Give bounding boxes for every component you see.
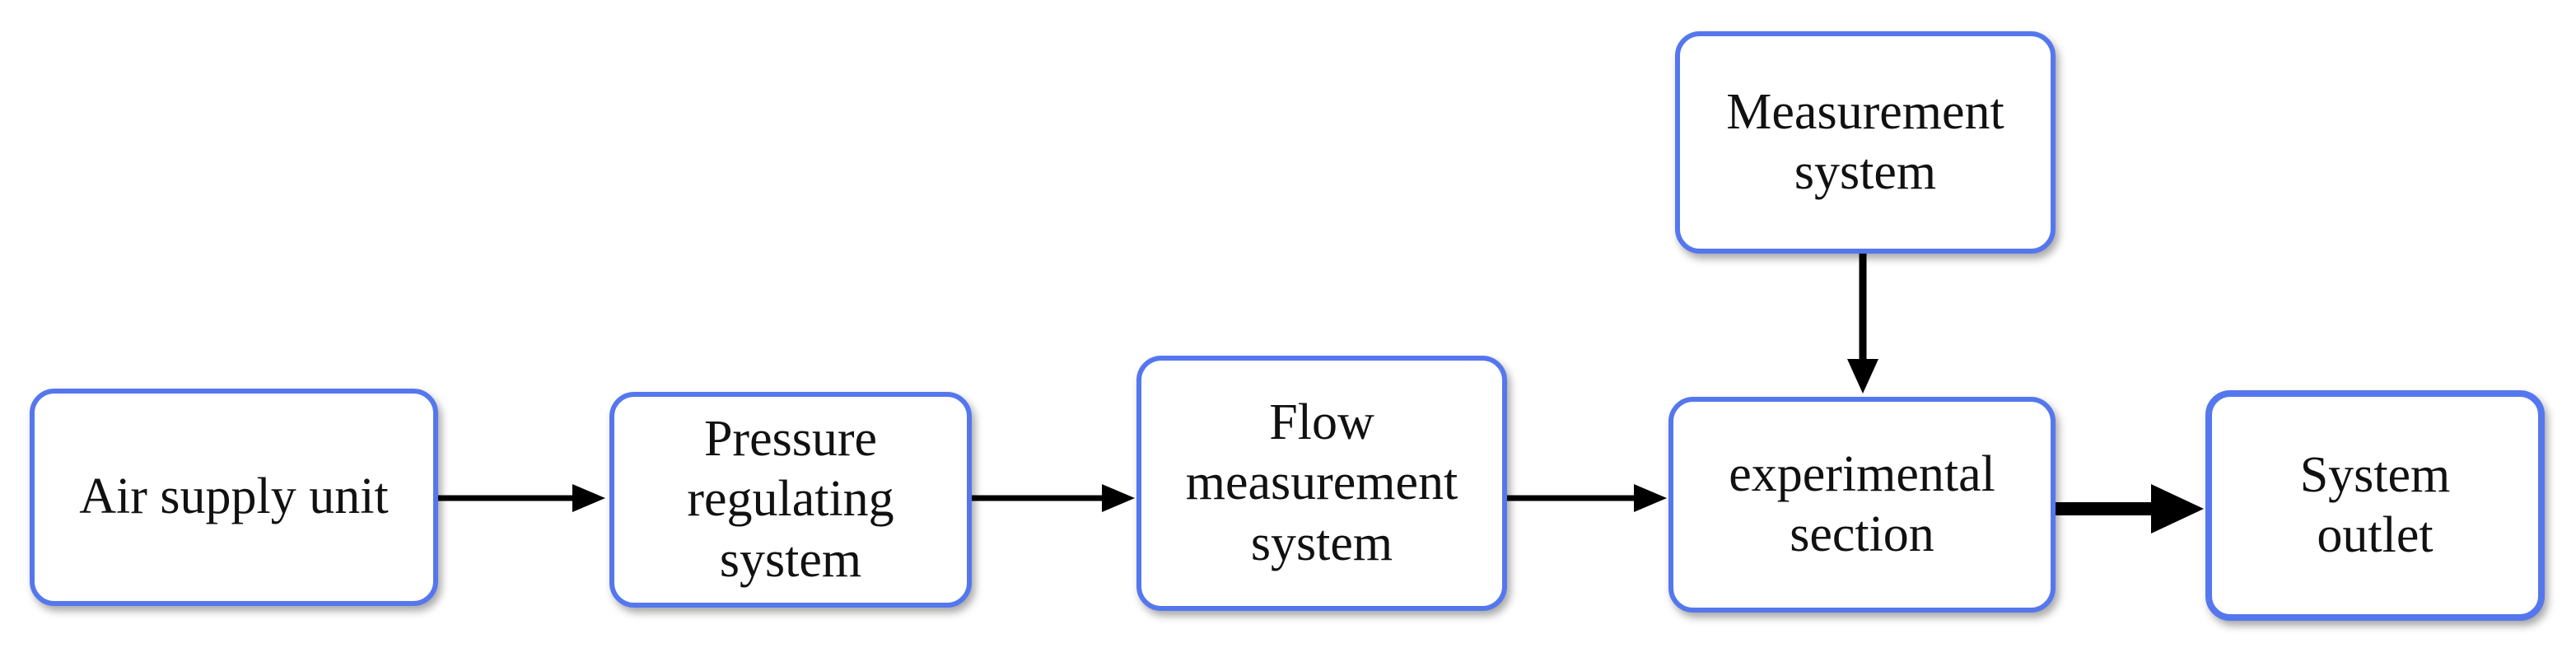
experimental-section-label: experimental section bbox=[1729, 445, 1995, 562]
system-outlet-box: System outlet bbox=[2205, 390, 2545, 621]
arrow-measurement-to-experimental bbox=[1847, 254, 1878, 394]
measurement-system-label: Measurement system bbox=[1726, 83, 2004, 200]
arrow-experimental-to-outlet bbox=[2051, 484, 2204, 534]
arrow-pressure-to-flow bbox=[972, 484, 1135, 512]
flow-measurement-system-box: Flow measurement system bbox=[1136, 356, 1507, 611]
arrow-air-to-pressure bbox=[438, 484, 605, 512]
experimental-section-box: experimental section bbox=[1668, 397, 2056, 613]
air-supply-unit-box: Air supply unit bbox=[30, 389, 438, 606]
measurement-system-box: Measurement system bbox=[1675, 31, 2056, 254]
flow-measurement-system-label: Flow measurement system bbox=[1185, 394, 1458, 571]
air-supply-unit-label: Air supply unit bbox=[79, 468, 389, 525]
pressure-regulating-system-box: Pressure regulating system bbox=[609, 392, 972, 608]
system-outlet-label: System outlet bbox=[2299, 446, 2451, 563]
arrow-flow-to-experimental bbox=[1507, 484, 1667, 512]
pressure-regulating-system-label: Pressure regulating system bbox=[687, 411, 894, 588]
